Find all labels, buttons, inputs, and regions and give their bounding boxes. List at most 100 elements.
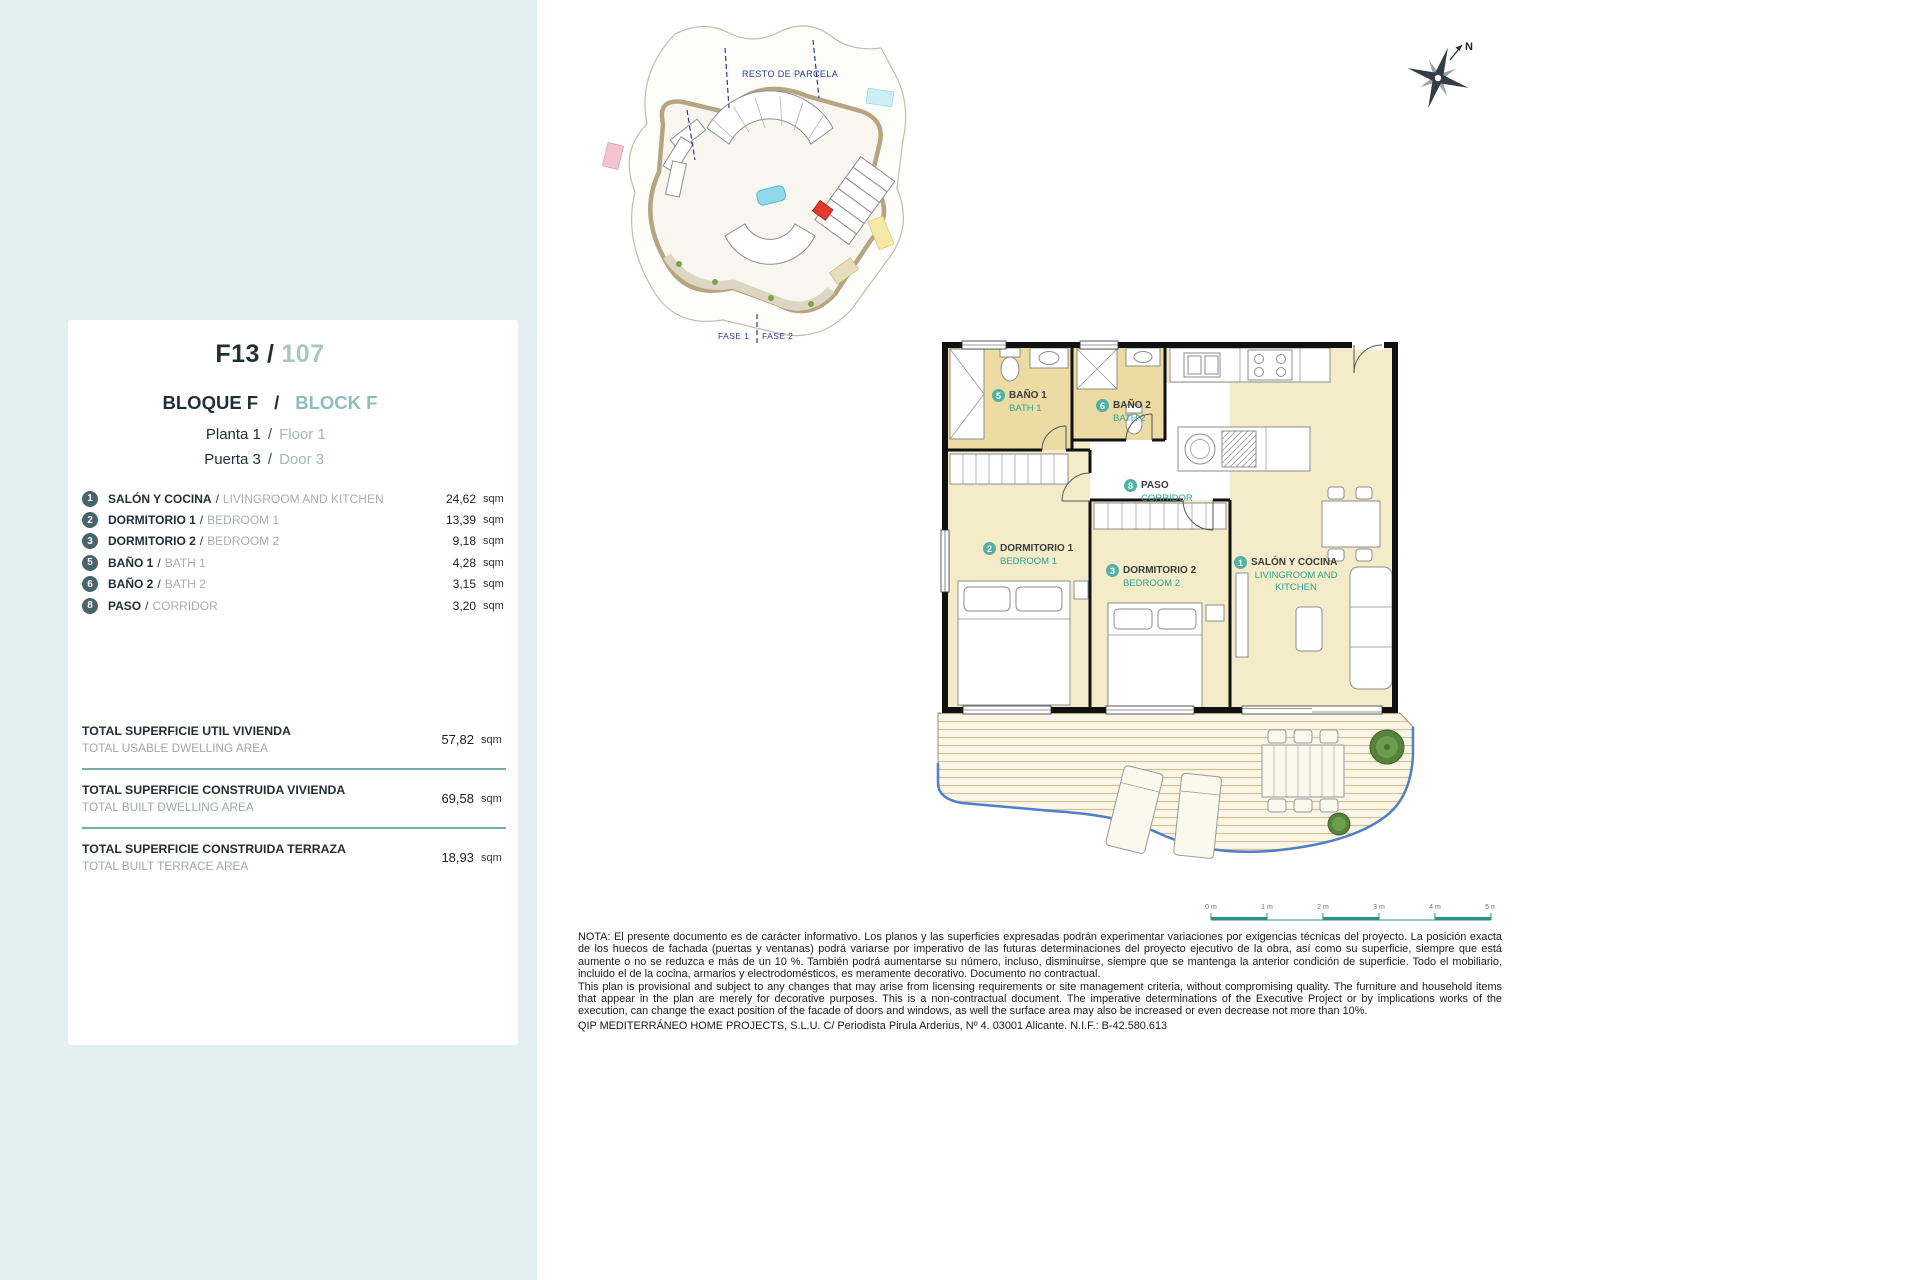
separator: / xyxy=(215,491,219,506)
plant-icon xyxy=(1369,729,1405,765)
windows xyxy=(940,340,1384,715)
wardrobe xyxy=(949,453,1069,485)
compass: N xyxy=(1407,41,1473,109)
room-name-en: CORRIDOR xyxy=(152,598,218,613)
site-building-arc xyxy=(706,90,834,145)
left-panel: F13/107 BLOQUE F/BLOCK F Planta 1/Floor … xyxy=(0,0,537,1280)
scale-label: 3 m xyxy=(1373,904,1385,911)
total-label-en: TOTAL BUILT DWELLING AREA xyxy=(82,800,254,814)
separator: / xyxy=(199,513,204,528)
unit-number: 107 xyxy=(281,340,325,368)
kitchen-island xyxy=(1177,426,1311,472)
site-road xyxy=(663,253,835,311)
site-patch-pink xyxy=(601,141,625,171)
separator: / xyxy=(157,577,161,592)
bath1-fixtures xyxy=(949,347,1069,440)
room-number-badge: 1 xyxy=(1234,556,1247,569)
legal-notes: NOTA: El presente documento es de caráct… xyxy=(578,931,1502,1032)
room-name-en: BEDROOM 2 xyxy=(207,534,280,549)
room-name-en: LIVINGROOM AND KITCHEN xyxy=(1254,570,1338,593)
total-value: 57,82 xyxy=(441,732,474,747)
site-building-left xyxy=(662,118,707,198)
room-row-bath2: 6 BAÑO 2/BATH 2 3,15 sqm xyxy=(82,574,506,595)
total-built-dwelling-area: TOTAL SUPERFICIE CONSTRUIDA VIVIENDA TOTA… xyxy=(82,783,506,814)
room-area-unit: sqm xyxy=(483,492,504,505)
total-label-es: TOTAL SUPERFICIE UTIL VIVIENDA xyxy=(82,724,291,738)
room-area-unit: sqm xyxy=(483,578,504,591)
total-built-terrace-area: TOTAL SUPERFICIE CONSTRUIDA TERRAZA TOTAL… xyxy=(82,842,506,873)
room-row-living: 1 SALÓN Y COCINA/LIVINGROOM AND KITCHEN … xyxy=(82,488,506,509)
bedroom2-furniture xyxy=(1093,502,1227,710)
outdoor-dining-set xyxy=(1261,729,1345,813)
north-label: N xyxy=(1465,41,1473,53)
room-name-es: SALÓN Y COCINA xyxy=(108,491,212,506)
fase-2-label: FASE 2 xyxy=(762,331,794,341)
separator: / xyxy=(266,340,275,368)
room-area: 3,15 xyxy=(452,577,476,592)
room-number-badge: 2 xyxy=(983,542,996,555)
room-name-es: PASO xyxy=(1141,479,1169,491)
doors xyxy=(1041,344,1383,531)
site-pool xyxy=(756,185,786,206)
room-name-es: BAÑO 1 xyxy=(1009,389,1047,401)
plan-label-corridor: 8 PASO CORRIDOR xyxy=(1124,479,1193,505)
floor-plan xyxy=(936,340,1415,859)
total-unit: sqm xyxy=(481,792,502,805)
total-label-en: TOTAL BUILT TERRACE AREA xyxy=(82,859,249,873)
block-name-en: BLOCK F xyxy=(295,392,378,413)
tv-bench xyxy=(1235,572,1249,658)
total-label-en: TOTAL USABLE DWELLING AREA xyxy=(82,741,268,755)
sun-lounger xyxy=(1105,765,1164,854)
site-patch-yellow xyxy=(867,215,895,251)
scale-segments xyxy=(1211,917,1491,920)
note-spanish: NOTA: El presente documento es de caráct… xyxy=(578,931,1502,981)
room-name-en: CORRIDOR xyxy=(1141,493,1193,504)
room-row-bath1: 5 BAÑO 1/BATH 1 4,28 sqm xyxy=(82,552,506,573)
divider xyxy=(82,768,506,770)
room-number-badge: 8 xyxy=(82,597,98,614)
room-area: 3,20 xyxy=(452,598,476,613)
room-area: 9,18 xyxy=(452,534,476,549)
site-plan xyxy=(601,25,907,346)
room-number-badge: 5 xyxy=(82,554,98,571)
total-unit: sqm xyxy=(481,851,502,864)
unit-title: F13/107 xyxy=(68,340,472,369)
scale-label: 2 m xyxy=(1317,904,1329,911)
total-label-es: TOTAL SUPERFICIE CONSTRUIDA TERRAZA xyxy=(82,842,346,856)
plan-label-bedroom2: 3 DORMITORIO 2 BEDROOM 2 xyxy=(1106,564,1196,590)
dining-table xyxy=(1321,500,1381,548)
interior-walls xyxy=(945,345,1232,710)
sofa xyxy=(1349,566,1393,690)
room-number-badge: 8 xyxy=(1124,479,1137,492)
scale-label: 5 m xyxy=(1485,904,1495,911)
room-name-es: DORMITORIO 2 xyxy=(108,534,196,549)
coffee-table xyxy=(1295,606,1323,652)
separator: / xyxy=(274,392,280,413)
floor-es: Planta 1 xyxy=(205,426,261,443)
room-number-badge: 6 xyxy=(1096,399,1109,412)
totals-section: TOTAL SUPERFICIE UTIL VIVIENDA TOTAL USAB… xyxy=(82,724,506,873)
unit-info-card: F13/107 BLOQUE F/BLOCK F Planta 1/Floor … xyxy=(68,320,518,1045)
site-patch-tan xyxy=(828,257,860,285)
block-name-es: BLOQUE F xyxy=(162,392,259,413)
site-building-arc-divisions xyxy=(712,95,824,141)
separator: / xyxy=(267,451,273,468)
room-name-en: BEDROOM 2 xyxy=(1123,578,1181,589)
room-name-es: DORMITORIO 2 xyxy=(1123,564,1197,576)
block-line: BLOQUE F / BLOCK F xyxy=(68,392,472,414)
divider xyxy=(82,827,506,829)
room-name-es: BAÑO 2 xyxy=(108,577,154,592)
separator: / xyxy=(157,555,161,570)
room-list: 1 SALÓN Y COCINA/LIVINGROOM AND KITCHEN … xyxy=(82,488,506,616)
total-label-es: TOTAL SUPERFICIE CONSTRUIDA VIVIENDA xyxy=(82,783,346,797)
separator: / xyxy=(199,534,204,549)
total-value: 18,93 xyxy=(441,850,474,865)
terrace-edge xyxy=(936,727,1415,854)
site-trees xyxy=(676,261,814,307)
fase-1-label: FASE 1 xyxy=(718,331,750,341)
room-number-badge: 5 xyxy=(992,389,1005,402)
room-number-badge: 3 xyxy=(1106,564,1119,577)
